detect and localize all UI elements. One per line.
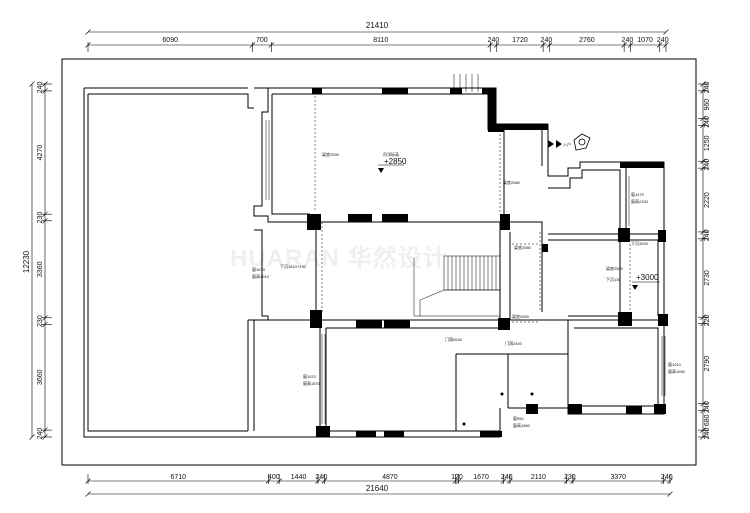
right-segment-dim: 2790 — [704, 356, 711, 372]
annotations: 梁底2590 梁底2580 梁底2580 梁底2590 门洞2640 门洞240… — [252, 151, 686, 428]
elevation-main-note: 吊顶标高 — [383, 151, 399, 157]
left-segment-dim: 230 — [37, 315, 44, 327]
right-segment-dim: 220 — [704, 314, 711, 326]
bottom-segment-dim: 240 — [661, 474, 673, 481]
left-segment-dim: 240 — [37, 428, 44, 440]
label-j: 梁底2550 — [606, 265, 624, 271]
left-dimensions — [29, 81, 52, 440]
left-segment-dim: 3360 — [37, 261, 44, 277]
elevation-main: +2850 — [384, 157, 407, 166]
elevation-marker-right — [632, 281, 660, 290]
label-n: 下沉1610+130 — [280, 263, 307, 269]
label-q: 窗1010 — [668, 361, 682, 367]
wall-columns — [307, 88, 668, 437]
bottom-segment-dim: 1440 — [291, 474, 307, 481]
right-dimensions — [698, 81, 708, 440]
drawing-frame — [61, 58, 697, 466]
label-d: 梁底2590 — [512, 313, 530, 319]
label-o: 窗1970 — [303, 373, 317, 379]
entrance-label: 入户 — [563, 141, 571, 147]
right-segment-dim: 240 — [704, 82, 711, 94]
windows — [265, 120, 666, 424]
label-f: 门洞2400 — [505, 340, 523, 346]
label-c: 梁底2580 — [514, 244, 532, 250]
top-segment-dim: 240 — [657, 37, 669, 44]
label-t: 窗高1660 — [513, 422, 531, 428]
bottom-segment-dim: 240 — [315, 474, 327, 481]
elevation-marker-main — [378, 164, 404, 173]
right-segment-dim: 1250 — [704, 135, 711, 151]
right-segment-dim: 2730 — [704, 270, 711, 286]
bottom-segment-dim: 6710 — [170, 474, 186, 481]
label-h: 窗高2100 — [631, 198, 649, 204]
bottom-segment-dim: 240 — [501, 474, 513, 481]
right-segment-dim: 240 — [704, 116, 711, 128]
bottom-segment-dim: 4870 — [382, 474, 398, 481]
label-k: 下沉130 — [606, 276, 621, 282]
staircase — [413, 255, 501, 317]
label-p: 窗高1570 — [303, 380, 321, 386]
label-a: 梁底2590 — [322, 151, 340, 157]
bottom-segment-dim: 2110 — [531, 474, 546, 481]
beam-lines — [314, 96, 631, 323]
label-r: 窗高1550 — [668, 368, 686, 374]
watermark: HUARAN 华然设计 — [230, 244, 448, 272]
top-segment-dim: 240 — [541, 37, 553, 44]
top-segment-dim: 1720 — [512, 37, 528, 44]
bottom-total-dim: 21640 — [366, 484, 389, 493]
top-dimensions — [85, 29, 669, 52]
bottom-segment-dim: 120 — [451, 474, 463, 481]
top-segment-dim: 6090 — [162, 37, 178, 44]
left-total-dim: 12230 — [22, 250, 31, 273]
label-m: 窗高3010 — [252, 273, 270, 279]
label-e: 门洞2640 — [445, 336, 463, 342]
right-segment-dim: 2220 — [704, 192, 711, 208]
top-segment-dim: 700 — [256, 37, 268, 44]
top-segment-dim: 240 — [622, 37, 634, 44]
label-l: 窗1610 — [252, 266, 266, 272]
right-segment-dim: 240 — [704, 159, 711, 171]
top-total-dim: 21410 — [366, 21, 389, 30]
right-segment-dim: 680 — [704, 414, 711, 426]
left-segment-dim: 3660 — [37, 369, 44, 385]
top-segment-dim: 1070 — [637, 37, 653, 44]
left-segment-dim: 4270 — [37, 145, 44, 161]
bottom-segment-dim: 3370 — [610, 474, 626, 481]
right-segment-dim: 240 — [704, 401, 711, 413]
right-segment-dim: 240 — [704, 428, 711, 440]
fixtures — [462, 392, 534, 426]
door-swings — [453, 74, 479, 92]
label-g: 窗1470 — [631, 191, 645, 197]
right-segment-dim: 960 — [704, 99, 711, 111]
right-segment-dim: 240 — [704, 229, 711, 241]
label-b: 梁底2580 — [503, 179, 521, 185]
bottom-segment-dim: 400 — [268, 474, 280, 481]
left-segment-dim: 230 — [37, 212, 44, 224]
elevation-right-room: +3000 — [636, 273, 659, 282]
bottom-dimensions — [85, 474, 673, 497]
label-i: 下沉3320 — [631, 240, 649, 246]
left-segment-dim: 240 — [37, 82, 44, 94]
top-segment-dim: 2760 — [579, 37, 595, 44]
top-segment-dim: 8110 — [373, 37, 388, 44]
entrance-marker — [548, 133, 591, 151]
top-segment-dim: 240 — [488, 37, 500, 44]
label-s: 窗950 — [513, 415, 524, 421]
bottom-segment-dim: 1670 — [473, 474, 489, 481]
bottom-segment-dim: 230 — [564, 474, 576, 481]
